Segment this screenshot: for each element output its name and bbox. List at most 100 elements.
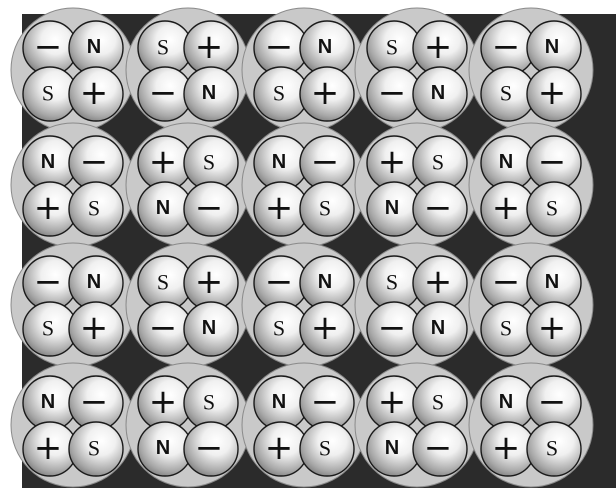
minus-charge-label: − xyxy=(195,428,224,468)
north-pole-label: N xyxy=(272,151,286,173)
outer-disk xyxy=(355,123,479,247)
outer-disk xyxy=(11,243,135,367)
south-pole-label: S xyxy=(432,390,444,415)
minus-charge-label: − xyxy=(378,308,407,348)
minus-charge-label: − xyxy=(311,142,340,182)
minus-charge-label: − xyxy=(492,27,521,67)
north-pole-label: N xyxy=(87,36,101,58)
lattice-cell: N−+S xyxy=(11,123,135,247)
north-pole-label: N xyxy=(156,437,170,459)
south-pole-label: S xyxy=(157,35,169,60)
plus-charge-label: + xyxy=(538,308,567,348)
north-pole-label: N xyxy=(499,391,513,413)
north-pole-label: N xyxy=(41,391,55,413)
plus-charge-label: + xyxy=(265,188,294,228)
outer-disk xyxy=(126,363,250,487)
south-pole-label: S xyxy=(203,390,215,415)
north-pole-label: N xyxy=(41,151,55,173)
south-pole-label: S xyxy=(500,81,512,106)
plus-charge-label: + xyxy=(378,142,407,182)
lattice-cell: N −+ S xyxy=(11,363,135,487)
north-pole-label: N xyxy=(385,197,399,219)
minus-charge-label: − xyxy=(424,188,453,228)
outer-disk xyxy=(355,243,479,367)
north-pole-label: N xyxy=(87,271,101,293)
south-pole-label: S xyxy=(42,81,54,106)
north-pole-label: N xyxy=(499,151,513,173)
lattice-cell: N−+S xyxy=(242,123,366,247)
minus-charge-label: − xyxy=(34,27,63,67)
outer-disk xyxy=(469,363,593,487)
south-pole-label: S xyxy=(203,150,215,175)
lattice-cell: N −+ S xyxy=(242,363,366,487)
north-pole-label: N xyxy=(318,271,332,293)
plus-charge-label: + xyxy=(424,27,453,67)
outer-disk xyxy=(126,243,250,367)
lattice-cell: −NS+ xyxy=(242,8,366,132)
outer-disk xyxy=(469,8,593,132)
plus-charge-label: + xyxy=(34,188,63,228)
plus-charge-label: + xyxy=(265,428,294,468)
plus-charge-label: + xyxy=(80,73,109,113)
plus-charge-label: + xyxy=(195,27,224,67)
outer-disk xyxy=(355,8,479,132)
minus-charge-label: − xyxy=(311,382,340,422)
minus-charge-label: − xyxy=(34,262,63,302)
south-pole-label: S xyxy=(273,316,285,341)
lattice-cell: + S N − xyxy=(355,363,479,487)
outer-disk xyxy=(126,8,250,132)
plus-charge-label: + xyxy=(149,142,178,182)
north-pole-label: N xyxy=(385,437,399,459)
minus-charge-label: − xyxy=(538,382,567,422)
lattice-cell: − N S + xyxy=(11,8,135,132)
plus-charge-label: + xyxy=(195,262,224,302)
outer-disk xyxy=(469,123,593,247)
minus-charge-label: − xyxy=(378,73,407,113)
outer-disk xyxy=(11,123,135,247)
lattice-cell: S +− N xyxy=(355,8,479,132)
lattice-cell: − N S + xyxy=(242,243,366,367)
north-pole-label: N xyxy=(431,317,445,339)
south-pole-label: S xyxy=(432,150,444,175)
south-pole-label: S xyxy=(88,436,100,461)
minus-charge-label: − xyxy=(424,428,453,468)
plus-charge-label: + xyxy=(34,428,63,468)
north-pole-label: N xyxy=(318,36,332,58)
lattice-cell: −NS+ xyxy=(469,243,593,367)
north-pole-label: N xyxy=(272,391,286,413)
south-pole-label: S xyxy=(42,316,54,341)
minus-charge-label: − xyxy=(492,262,521,302)
south-pole-label: S xyxy=(386,35,398,60)
minus-charge-label: − xyxy=(538,142,567,182)
outer-disk xyxy=(242,363,366,487)
minus-charge-label: − xyxy=(265,262,294,302)
south-pole-label: S xyxy=(546,196,558,221)
outer-disk xyxy=(242,8,366,132)
minus-charge-label: − xyxy=(80,382,109,422)
minus-charge-label: − xyxy=(149,308,178,348)
lattice-cell: S+−N xyxy=(355,243,479,367)
plus-charge-label: + xyxy=(492,428,521,468)
lattice-cell: N−+S xyxy=(469,363,593,487)
south-pole-label: S xyxy=(273,81,285,106)
lattice-cell: S+−N xyxy=(126,8,250,132)
lattice-cell: +SN− xyxy=(126,123,250,247)
plus-charge-label: + xyxy=(538,73,567,113)
plus-charge-label: + xyxy=(378,382,407,422)
north-pole-label: N xyxy=(545,36,559,58)
north-pole-label: N xyxy=(431,82,445,104)
outer-disk xyxy=(469,243,593,367)
lattice-cell: − N S + xyxy=(469,8,593,132)
minus-charge-label: − xyxy=(265,27,294,67)
north-pole-label: N xyxy=(202,82,216,104)
south-pole-label: S xyxy=(319,436,331,461)
plus-charge-label: + xyxy=(149,382,178,422)
south-pole-label: S xyxy=(386,270,398,295)
minus-charge-label: − xyxy=(80,142,109,182)
plus-charge-label: + xyxy=(311,308,340,348)
north-pole-label: N xyxy=(156,197,170,219)
plus-charge-label: + xyxy=(492,188,521,228)
plus-charge-label: + xyxy=(80,308,109,348)
lattice-cell: N −+ S xyxy=(469,123,593,247)
